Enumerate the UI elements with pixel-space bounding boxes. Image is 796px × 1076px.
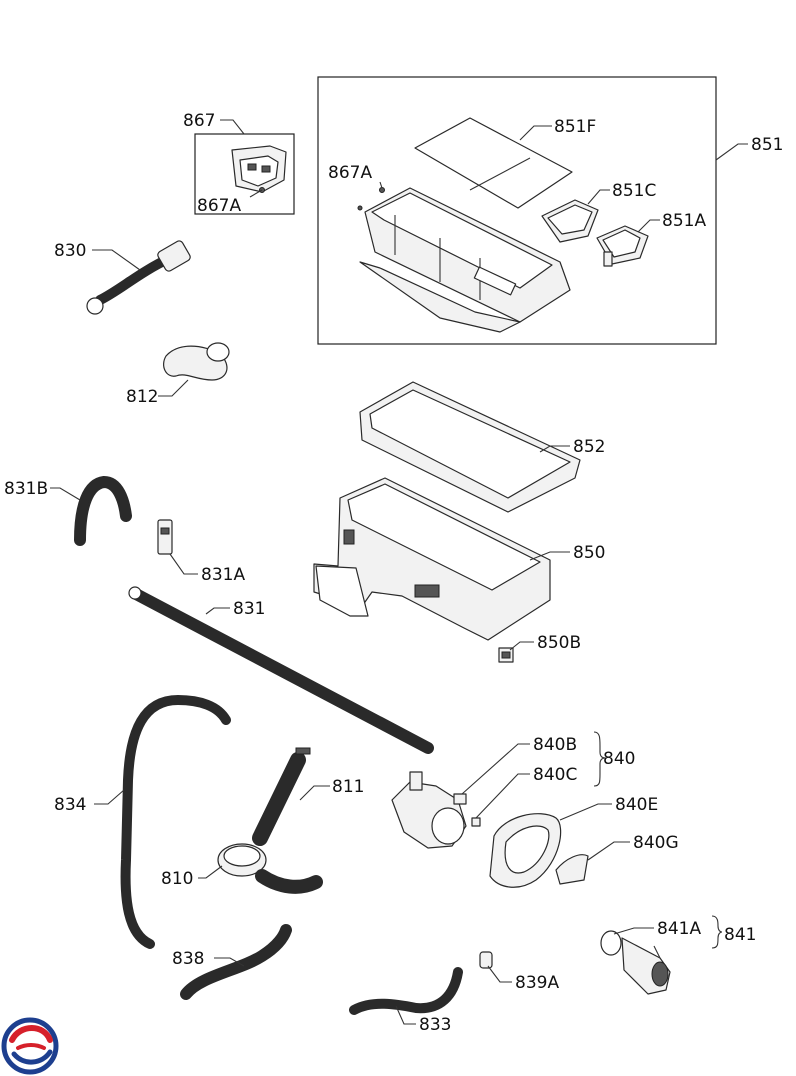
bracket-840 xyxy=(593,731,607,787)
part-839A-clamp[interactable] xyxy=(479,951,493,969)
label-838: 838 xyxy=(172,949,204,969)
label-850: 850 xyxy=(573,543,605,563)
part-840E-filter-housing[interactable] xyxy=(489,813,562,888)
label-830: 830 xyxy=(54,241,86,261)
leader-867A-a xyxy=(249,189,263,198)
leader-867 xyxy=(220,119,245,135)
label-851: 851 xyxy=(751,135,783,155)
part-840B-seal[interactable] xyxy=(453,793,467,805)
label-851A: 851A xyxy=(662,211,706,231)
label-840C: 840C xyxy=(533,765,577,785)
leader-830 xyxy=(92,249,141,271)
bracket-841 xyxy=(711,915,723,949)
leader-811 xyxy=(299,785,330,801)
leader-850 xyxy=(529,551,570,561)
label-840B: 840B xyxy=(533,735,577,755)
part-850B-clip[interactable] xyxy=(498,647,514,663)
label-851C: 851C xyxy=(612,181,656,201)
part-851C-cup[interactable] xyxy=(541,199,599,243)
label-810: 810 xyxy=(161,869,193,889)
label-839A: 839A xyxy=(515,973,559,993)
leader-812 xyxy=(158,379,189,397)
label-850B: 850B xyxy=(537,633,581,653)
part-840-pump[interactable] xyxy=(391,771,467,849)
leader-851A xyxy=(637,219,660,233)
label-812: 812 xyxy=(126,387,158,407)
group-frame-851 xyxy=(317,76,717,345)
part-831-drain-hose[interactable] xyxy=(128,586,434,754)
label-831: 831 xyxy=(233,599,265,619)
label-852: 852 xyxy=(573,437,605,457)
part-867[interactable] xyxy=(231,145,287,193)
part-834-hose[interactable] xyxy=(120,694,231,949)
part-851F-lid[interactable] xyxy=(414,117,573,209)
part-838-hose[interactable] xyxy=(180,924,292,1000)
part-852-cover[interactable] xyxy=(359,381,581,513)
label-831A: 831A xyxy=(201,565,245,585)
leader-840E xyxy=(559,803,612,821)
part-833-hose[interactable] xyxy=(349,967,463,1015)
label-840E: 840E xyxy=(615,795,658,815)
label-867: 867 xyxy=(183,111,215,131)
leader-850B xyxy=(509,641,534,651)
label-833: 833 xyxy=(419,1015,451,1035)
part-840G-cover[interactable] xyxy=(555,854,589,885)
leader-838 xyxy=(214,957,245,967)
part-831A-bracket[interactable] xyxy=(157,519,173,555)
leader-851C xyxy=(587,189,610,205)
leader-831A xyxy=(169,553,198,575)
label-831B: 831B xyxy=(4,479,48,499)
leader-841-b xyxy=(653,945,661,959)
part-851-drawer[interactable] xyxy=(359,187,571,333)
leader-867A-b xyxy=(379,181,383,189)
label-851F: 851F xyxy=(554,117,596,137)
part-831B-hanger[interactable] xyxy=(74,475,132,546)
leader-831B xyxy=(50,487,81,501)
part-810-sump[interactable] xyxy=(217,843,323,894)
leader-834 xyxy=(94,789,125,805)
label-867A-b: 867A xyxy=(328,163,372,183)
label-811: 811 xyxy=(332,777,364,797)
part-812-bellows[interactable] xyxy=(163,342,230,381)
part-840C-plug[interactable] xyxy=(471,817,481,827)
leader-810 xyxy=(198,865,223,879)
part-867A-screw-2[interactable] xyxy=(379,187,385,193)
part-841-filter[interactable] xyxy=(600,930,671,995)
part-830-hose[interactable] xyxy=(86,239,192,315)
part-850-housing[interactable] xyxy=(313,477,551,641)
part-811-hose[interactable] xyxy=(252,747,311,846)
label-834: 834 xyxy=(54,795,86,815)
leader-840C xyxy=(475,773,530,819)
label-841A: 841A xyxy=(657,919,701,939)
leader-831 xyxy=(205,607,230,615)
leader-839A xyxy=(487,965,512,983)
leader-840B xyxy=(461,743,530,795)
group-frame-867 xyxy=(194,133,295,215)
leader-833 xyxy=(395,1005,416,1025)
leader-851F xyxy=(519,125,552,141)
label-867A-a: 867A xyxy=(197,196,241,216)
screw-small xyxy=(357,205,363,211)
label-840: 840 xyxy=(603,749,635,769)
leader-851 xyxy=(715,143,748,161)
label-841: 841 xyxy=(724,925,756,945)
leader-852 xyxy=(539,445,570,453)
leader-840G xyxy=(587,841,630,861)
part-851A-cup[interactable] xyxy=(596,225,649,267)
leader-841A xyxy=(613,927,654,935)
label-840G: 840G xyxy=(633,833,679,853)
brand-swirl-logo xyxy=(1,1017,59,1075)
